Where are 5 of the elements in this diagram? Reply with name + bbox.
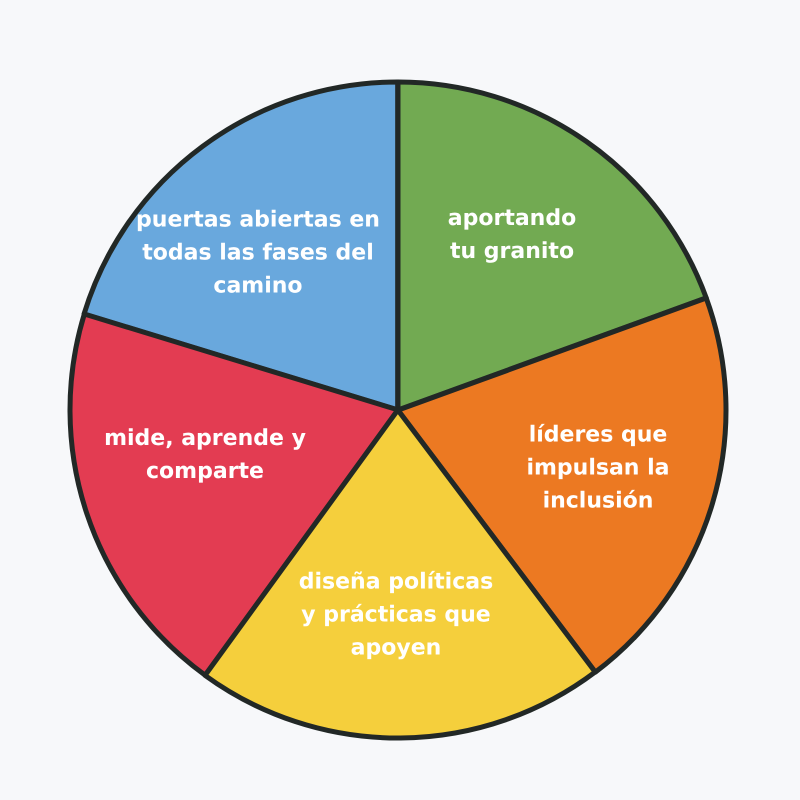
slice-label: aportando tu granito (446, 205, 578, 266)
slice-label: líderes que impulsan la inclusión (525, 421, 671, 516)
slice-label: puertas abiertas en todas las fases del camino (135, 206, 381, 300)
slice-label: diseña políticas y prácticas que apoyen (298, 568, 494, 662)
slice-label: mide, aprende y comparte (103, 424, 307, 486)
